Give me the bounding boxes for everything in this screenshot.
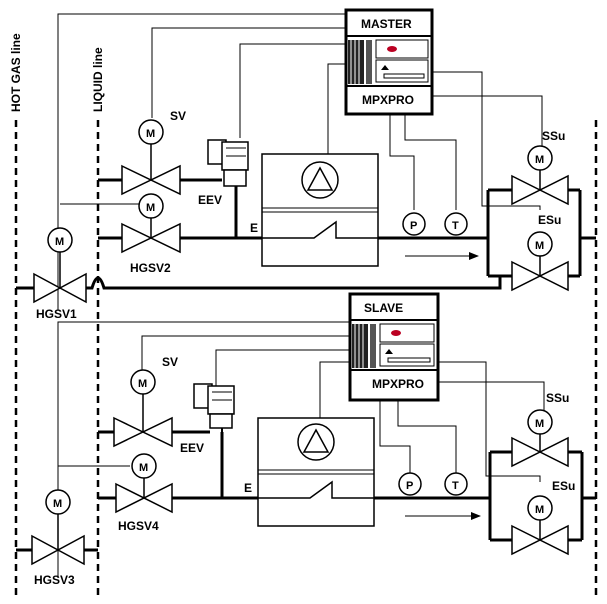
- slave-t-label: T: [452, 480, 459, 492]
- master-evaporator: E: [250, 153, 379, 267]
- slave-hgsv4-label: HGSV4: [118, 519, 159, 533]
- master-fan-icon: [301, 161, 339, 199]
- slave-hgsv3-valve: M HGSV3: [31, 489, 85, 587]
- slave-p-label: P: [406, 480, 413, 492]
- slave-ssu-label: SSu: [546, 391, 569, 405]
- liquid-line-label: LIQUID line: [91, 47, 105, 112]
- master-hgsv1-valve: M HGSV1: [33, 227, 87, 321]
- master-hgsv2-label: HGSV2: [130, 261, 171, 275]
- slave-sv-valve: M SV: [113, 355, 178, 448]
- master-p-label: P: [410, 220, 417, 232]
- master-label: MASTER: [361, 17, 412, 31]
- master-temperature-sensor: T: [444, 212, 468, 236]
- master-sv-valve: M SV: [121, 109, 186, 196]
- slave-hgsv4-valve: M HGSV4: [115, 453, 173, 533]
- slave-esu-motor: M: [535, 504, 544, 516]
- master-t-label: T: [452, 220, 459, 232]
- master-eev: EEV: [198, 139, 249, 207]
- master-hgsv2-motor: M: [146, 202, 155, 214]
- slave-hgsv3-motor: M: [53, 498, 62, 510]
- slave-eev-label: EEV: [180, 441, 204, 455]
- master-controller: MASTER MPXPRO: [344, 8, 434, 116]
- master-eev-label: EEV: [198, 193, 222, 207]
- slave-sv-motor: M: [138, 378, 147, 390]
- master-pressure-sensor: P: [402, 212, 426, 236]
- master-hgsv1-label: HGSV1: [36, 307, 77, 321]
- slave-controller: SLAVE MPXPRO: [348, 292, 440, 402]
- unit-master: MASTER MPXPRO: [16, 8, 596, 321]
- slave-eev: EEV: [180, 383, 235, 455]
- slave-temperature-sensor: T: [444, 472, 468, 496]
- slave-label: SLAVE: [364, 301, 403, 315]
- hot-gas-line-label: HOT GAS line: [9, 33, 23, 112]
- master-ssu-label: SSu: [542, 129, 565, 143]
- slave-ssu-motor: M: [535, 418, 544, 430]
- slave-sv-label: SV: [162, 355, 178, 369]
- master-ssu-motor: M: [535, 154, 544, 166]
- slave-evaporator-label: E: [244, 481, 252, 495]
- unit-slave: SLAVE MPXPRO: [16, 292, 596, 587]
- slave-esu-label: ESu: [552, 479, 575, 493]
- slave-hgsv4-motor: M: [139, 462, 148, 474]
- slave-evaporator: E: [244, 417, 375, 527]
- master-esu-motor: M: [535, 240, 544, 252]
- slave-hgsv3-label: HGSV3: [34, 573, 75, 587]
- master-ssu-valve: M SSu: [511, 129, 569, 206]
- slave-ssu-valve: M SSu: [511, 391, 569, 468]
- slave-fan-icon: [297, 423, 335, 461]
- master-sv-label: SV: [170, 109, 186, 123]
- master-esu-label: ESu: [538, 213, 561, 227]
- master-hgsv1-motor: M: [55, 236, 64, 248]
- slave-pressure-sensor: P: [398, 472, 422, 496]
- slave-model-label: MPXPRO: [372, 377, 424, 391]
- master-model-label: MPXPRO: [362, 93, 414, 107]
- master-sv-motor: M: [146, 128, 155, 140]
- master-evaporator-label: E: [250, 221, 258, 235]
- master-esu-valve: M ESu: [511, 213, 569, 292]
- master-hgsv2-valve: M HGSV2: [121, 193, 181, 275]
- slave-esu-valve: M ESu: [511, 479, 575, 556]
